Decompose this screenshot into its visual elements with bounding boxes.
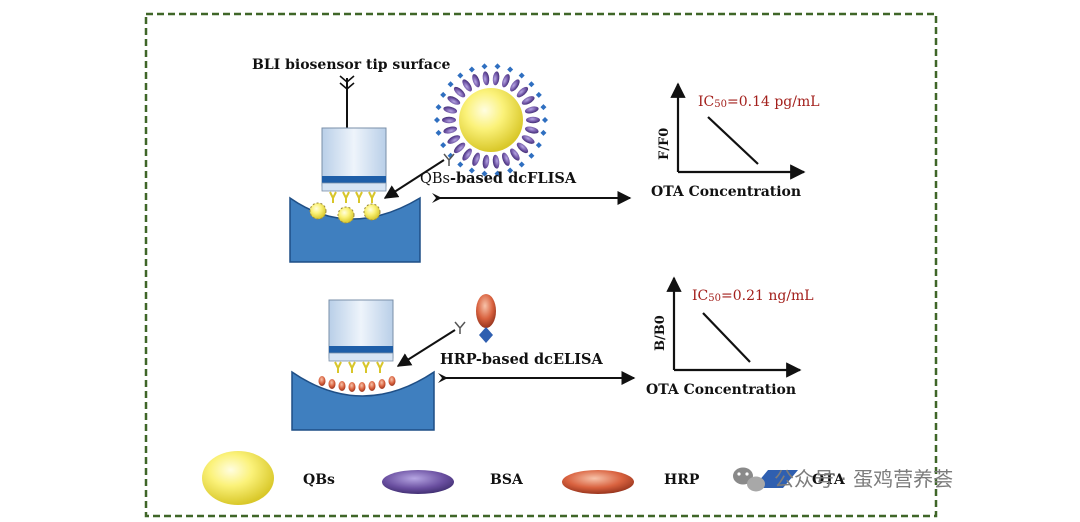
bsa-molecule (510, 148, 520, 161)
bsa-molecule (524, 106, 539, 114)
binding-arrow-bottom (396, 329, 456, 367)
ota-molecule (494, 170, 501, 177)
top-y-label: F/F0 (657, 128, 672, 160)
ota-molecule (518, 72, 525, 79)
bottom-curve (702, 312, 751, 363)
ota-molecule (540, 104, 547, 111)
qb-ellipse-icon (202, 451, 274, 505)
bsa-molecule (492, 71, 500, 86)
bsa-molecule (524, 126, 539, 134)
well-hrp-conjugates (318, 376, 396, 392)
legend-label-hrp: HRP (664, 472, 700, 488)
antibody-icon-bottom (454, 321, 466, 334)
ota-molecule (434, 117, 440, 123)
ota-molecule (447, 81, 454, 88)
ota-molecule (507, 167, 514, 174)
ota-molecule (535, 91, 542, 98)
top-curve (707, 116, 759, 165)
bottom-method-label: HRP-based dcELISA (440, 351, 603, 368)
bsa-molecule (453, 142, 466, 154)
bsa-molecule (516, 86, 529, 98)
qb-bsa-conjugate (434, 63, 548, 177)
dashed-frame (144, 12, 938, 518)
ota-molecule (435, 129, 442, 136)
bsa-molecule (442, 116, 456, 124)
tip-surface-label: BLI biosensor tip surface (252, 57, 450, 73)
hrp-ota-conjugate (476, 294, 496, 343)
top-ic50: IC50=0.14 pg/mL (698, 94, 820, 110)
ota-molecule (528, 152, 535, 159)
ota-molecule (542, 117, 548, 123)
bottom-biosensor-tip (328, 299, 394, 362)
ota-molecule (528, 81, 535, 88)
bsa-molecule (482, 71, 490, 86)
top-biosensor-tip (321, 127, 387, 192)
ota-molecule (435, 104, 442, 111)
ota-molecule (507, 66, 514, 73)
top-process-arrow-icon (432, 191, 632, 205)
bsa-molecule (521, 135, 535, 144)
bottom-process-arrow-icon (438, 371, 636, 385)
ota-molecule (518, 161, 525, 168)
legend-label-bsa: BSA (490, 472, 524, 488)
top-well (289, 196, 421, 263)
bsa-molecule (462, 79, 472, 92)
top-chart: IC50=0.14 pg/mL F/F0 OTA Concentration (651, 82, 820, 200)
bottom-well (291, 370, 435, 431)
bsa-molecule (492, 154, 500, 169)
bottom-ic50: IC50=0.21 ng/mL (692, 288, 814, 304)
bottom-y-label: B/B0 (653, 315, 668, 351)
ota-molecule (481, 63, 488, 70)
legend-label-ota: OTA (812, 472, 846, 488)
binding-arrow-top (383, 159, 445, 199)
ota-molecule (440, 142, 447, 149)
ota-molecule (468, 66, 475, 73)
bsa-molecule (502, 74, 510, 88)
watermark-text: 公众号 · 蛋鸡营养荟 (774, 467, 953, 491)
wechat-icon (733, 467, 765, 492)
bsa-molecule (510, 79, 520, 92)
bsa-molecule (462, 148, 472, 161)
ota-molecule (494, 63, 501, 70)
bsa-molecule (443, 126, 458, 134)
hrp-ellipse-icon (562, 470, 634, 494)
watermark: 公众号 · 蛋鸡营养荟 (733, 467, 953, 492)
bsa-molecule (472, 74, 480, 88)
ota-molecule (457, 161, 464, 168)
bsa-ellipse-icon (382, 470, 454, 494)
bottom-antibodies-icon (334, 361, 384, 373)
bsa-molecule (516, 142, 529, 154)
bsa-molecule (443, 106, 458, 114)
top-antibodies-icon (329, 191, 376, 203)
bsa-molecule (526, 116, 540, 124)
bsa-molecule (482, 154, 490, 169)
top-method-label: QBs-based dcFLISA (420, 170, 577, 187)
ota-molecule (540, 129, 547, 136)
legend: QBs BSA HRP OTA (202, 451, 846, 505)
well-qb-particles (309, 202, 381, 224)
bsa-molecule (447, 96, 461, 105)
bsa-molecule (502, 152, 510, 166)
ota-molecule (457, 72, 464, 79)
bottom-chart: IC50=0.21 ng/mL B/B0 OTA Concentration (646, 276, 814, 398)
ota-molecule (535, 142, 542, 149)
legend-label-qbs: QBs (303, 472, 335, 488)
top-x-label: OTA Concentration (651, 184, 801, 200)
bsa-molecule (447, 135, 461, 144)
bottom-x-label: OTA Concentration (646, 382, 796, 398)
bsa-molecule (472, 152, 480, 166)
ota-molecule (481, 170, 488, 177)
antibody-icon (443, 153, 455, 166)
bsa-molecule (521, 96, 535, 105)
bsa-molecule (453, 86, 466, 98)
ota-molecule (468, 167, 475, 174)
ota-molecule (440, 91, 447, 98)
